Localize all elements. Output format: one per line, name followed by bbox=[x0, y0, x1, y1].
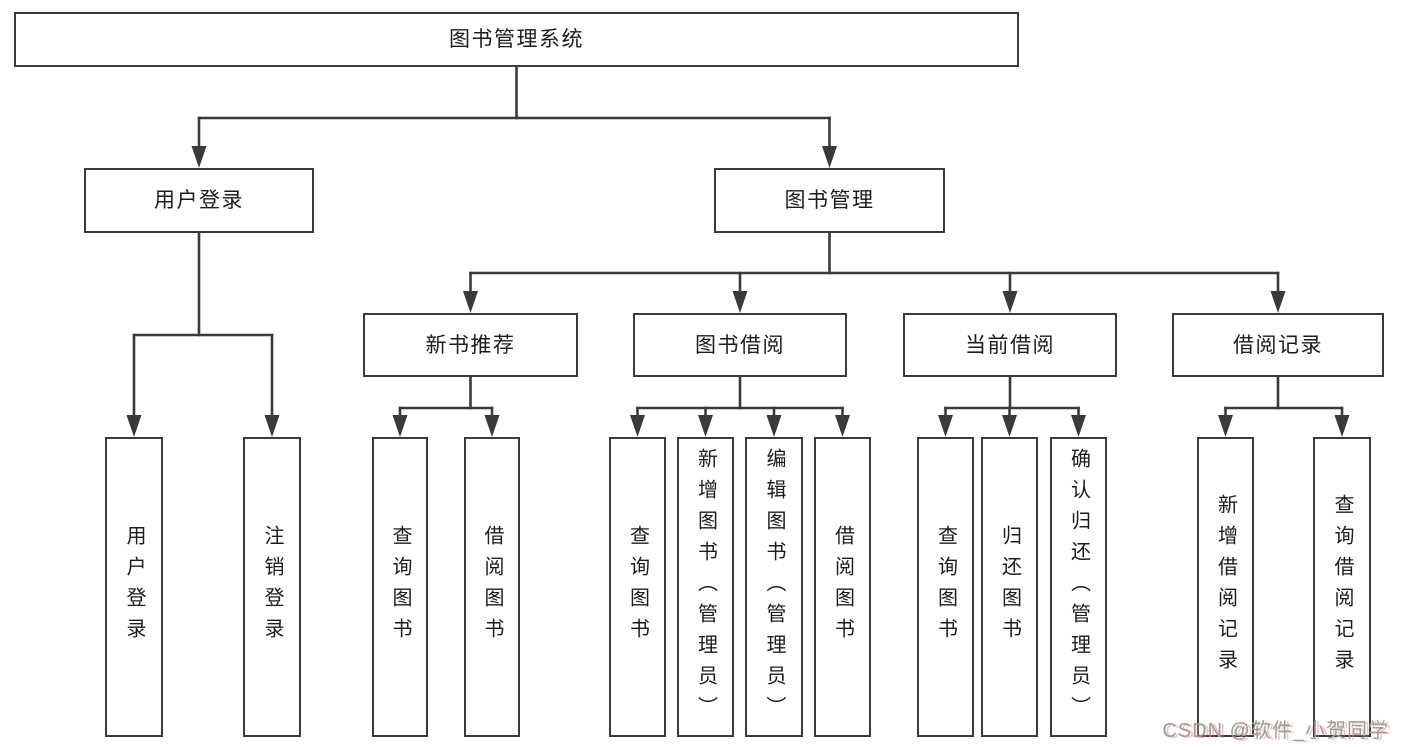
edges-from-book-borrowing bbox=[630, 375, 850, 437]
edges-from-book-management-module bbox=[463, 231, 1286, 313]
node-label-book-management-module: 图书管理 bbox=[784, 189, 875, 212]
node-label-op-bb-borrow-book: 借阅图书 bbox=[831, 525, 854, 649]
node-label-op-cb-confirm-return: 确认归还（管理员） bbox=[1067, 447, 1090, 727]
node-label-borrowing-records: 借阅记录 bbox=[1233, 333, 1323, 357]
node-op-cb-query-book: 查询图书 bbox=[917, 437, 974, 737]
node-op-br-query-record: 查询借阅记录 bbox=[1313, 437, 1371, 737]
node-label-user-login-module: 用户登录 bbox=[154, 189, 244, 212]
node-op-bb-edit-book: 编辑图书（管理员） bbox=[745, 437, 803, 737]
node-new-book-recommend: 新书推荐 bbox=[363, 313, 578, 377]
node-system-root: 图书管理系统 bbox=[14, 12, 1019, 67]
node-label-op-user-login: 用户登录 bbox=[123, 525, 145, 649]
node-book-management-module: 图书管理 bbox=[714, 168, 945, 233]
edges-from-system-root bbox=[191, 65, 837, 168]
node-label-book-borrowing: 图书借阅 bbox=[695, 333, 785, 357]
node-label-op-br-add-record: 新增借阅记录 bbox=[1214, 494, 1237, 680]
edges-from-current-borrowing bbox=[938, 375, 1086, 437]
edges-from-borrowing-records bbox=[1218, 375, 1350, 437]
node-op-bb-borrow-book: 借阅图书 bbox=[814, 437, 871, 737]
node-op-cb-return-book: 归还图书 bbox=[981, 437, 1038, 737]
node-label-op-bb-edit-book: 编辑图书（管理员） bbox=[763, 447, 785, 727]
watermark-text: CSDN @软件_小贺同学 bbox=[1162, 720, 1389, 742]
node-book-borrowing: 图书借阅 bbox=[633, 313, 847, 377]
node-label-op-logout: 注销登录 bbox=[261, 525, 283, 649]
node-op-bb-add-book: 新增图书（管理员） bbox=[677, 437, 734, 737]
node-op-br-add-record: 新增借阅记录 bbox=[1197, 437, 1254, 737]
edges-from-new-book-recommend bbox=[392, 375, 500, 437]
node-label-op-nbr-query-book: 查询图书 bbox=[389, 525, 411, 649]
node-op-bb-query-book: 查询图书 bbox=[609, 437, 666, 737]
node-label-op-br-query-record: 查询借阅记录 bbox=[1331, 494, 1353, 680]
node-label-op-cb-return-book: 归还图书 bbox=[998, 525, 1021, 649]
node-borrowing-records: 借阅记录 bbox=[1172, 313, 1384, 377]
node-user-login-module: 用户登录 bbox=[84, 168, 314, 233]
node-label-op-cb-query-book: 查询图书 bbox=[934, 525, 957, 649]
node-label-system-root: 图书管理系统 bbox=[449, 28, 584, 51]
node-label-new-book-recommend: 新书推荐 bbox=[425, 333, 516, 357]
node-current-borrowing: 当前借阅 bbox=[903, 313, 1117, 377]
node-op-nbr-query-book: 查询图书 bbox=[372, 437, 428, 737]
edges-from-user-login-module bbox=[126, 231, 280, 437]
node-op-cb-confirm-return: 确认归还（管理员） bbox=[1050, 437, 1107, 737]
node-label-op-nbr-borrow-book: 借阅图书 bbox=[481, 525, 503, 649]
node-label-current-borrowing: 当前借阅 bbox=[965, 333, 1055, 357]
node-label-op-bb-query-book: 查询图书 bbox=[626, 525, 649, 649]
node-op-user-login: 用户登录 bbox=[105, 437, 163, 737]
node-op-nbr-borrow-book: 借阅图书 bbox=[464, 437, 520, 737]
node-label-op-bb-add-book: 新增图书（管理员） bbox=[694, 447, 717, 727]
node-op-logout: 注销登录 bbox=[243, 437, 301, 737]
